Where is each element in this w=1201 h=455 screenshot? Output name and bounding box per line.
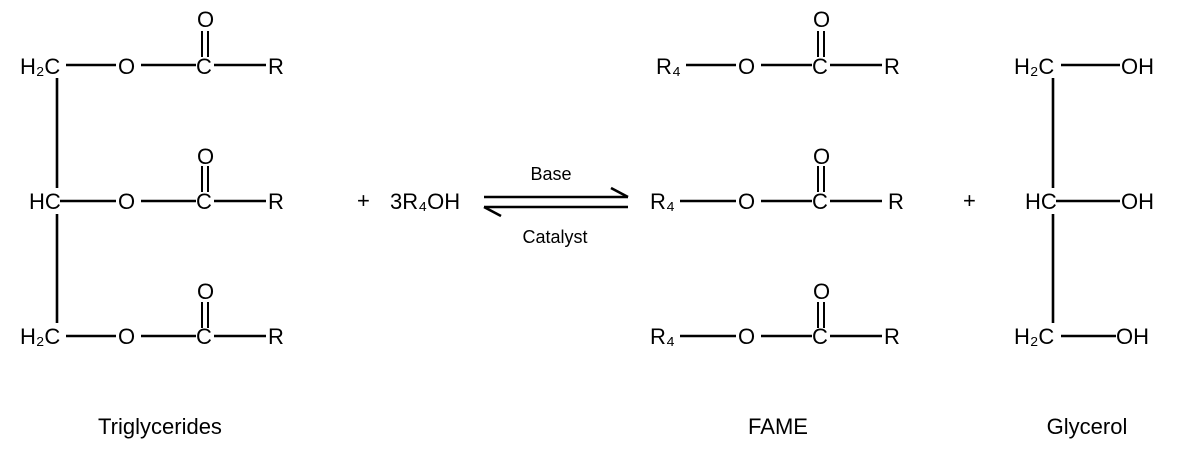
atom-c: C	[196, 189, 212, 214]
atom-r: R	[268, 189, 284, 214]
atom-o: O	[118, 54, 135, 79]
atom-r: R	[884, 324, 900, 349]
atom-carbonyl-o: O	[813, 279, 830, 304]
atom-h2c: H₂C	[1014, 324, 1054, 349]
glycerol-molecule: H₂C OH HC OH H₂C OH	[1014, 54, 1154, 349]
condition-base: Base	[530, 164, 571, 184]
label-fame: FAME	[748, 414, 808, 439]
reagent-3r4oh: 3R₄OH	[390, 189, 460, 214]
fame-molecules: R₄ O C O R R₄ O C O R R₄ O C O R	[650, 7, 904, 349]
condition-catalyst: Catalyst	[522, 227, 587, 247]
atom-h2c: H₂C	[20, 324, 60, 349]
atom-o: O	[118, 324, 135, 349]
triglyceride-molecule: H₂C O C O R HC O C O R H₂C O C O R	[20, 7, 284, 349]
atom-carbonyl-o: O	[813, 7, 830, 32]
atom-hc: HC	[1025, 189, 1057, 214]
atom-carbonyl-o: O	[197, 7, 214, 32]
label-triglycerides: Triglycerides	[98, 414, 222, 439]
plus-sign: +	[963, 188, 976, 213]
reverse-arrow-head	[483, 205, 502, 218]
atom-carbonyl-o: O	[813, 144, 830, 169]
atom-h2c: H₂C	[20, 54, 60, 79]
atom-oh: OH	[1116, 324, 1149, 349]
equilibrium-arrow	[483, 186, 629, 218]
atom-r4: R₄	[656, 54, 681, 79]
atom-c: C	[812, 54, 828, 79]
plus-sign: +	[357, 188, 370, 213]
atom-r: R	[268, 54, 284, 79]
atom-oh: OH	[1121, 54, 1154, 79]
atom-r4: R₄	[650, 189, 675, 214]
atom-r: R	[268, 324, 284, 349]
atom-h2c: H₂C	[1014, 54, 1054, 79]
atom-r: R	[888, 189, 904, 214]
atom-o: O	[118, 189, 135, 214]
atom-hc: HC	[29, 189, 61, 214]
atom-o: O	[738, 324, 755, 349]
label-glycerol: Glycerol	[1047, 414, 1128, 439]
atom-oh: OH	[1121, 189, 1154, 214]
atom-r: R	[884, 54, 900, 79]
atom-o: O	[738, 54, 755, 79]
atom-c: C	[196, 54, 212, 79]
atom-c: C	[812, 324, 828, 349]
atom-o: O	[738, 189, 755, 214]
atom-carbonyl-o: O	[197, 144, 214, 169]
atom-carbonyl-o: O	[197, 279, 214, 304]
forward-arrow-head	[610, 186, 629, 199]
atom-c: C	[812, 189, 828, 214]
atom-c: C	[196, 324, 212, 349]
atom-r4: R₄	[650, 324, 675, 349]
